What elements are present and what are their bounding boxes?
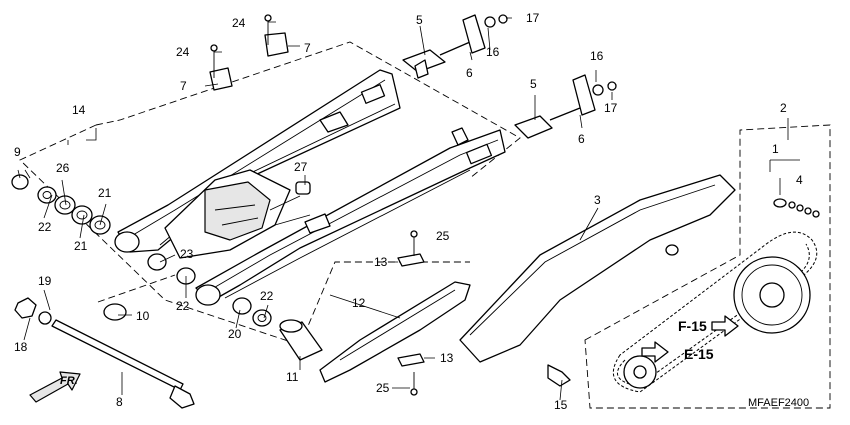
- callout-9: 9: [14, 145, 21, 159]
- callout-17b: 17: [604, 101, 618, 115]
- callout-1: 1: [772, 142, 779, 156]
- front-arrow-icon: [29, 371, 81, 403]
- callout-14: 14: [72, 103, 86, 117]
- callout-7a: 7: [304, 41, 311, 55]
- collar-26: [54, 195, 76, 215]
- diagram-code: MFAEF2400: [748, 397, 809, 409]
- ref-label-f15: F-15: [678, 318, 707, 334]
- collar-10: [103, 303, 127, 321]
- callout-19: 19: [38, 274, 52, 288]
- arrow-e15-icon: [641, 341, 669, 363]
- callout-4: 4: [796, 173, 803, 187]
- drive-chain: [612, 198, 820, 393]
- callout-12: 12: [352, 296, 366, 310]
- callout-8: 8: [116, 395, 123, 409]
- screw-24b: [210, 44, 218, 52]
- callout-24b: 24: [176, 45, 190, 59]
- assembly-boundaries: [19, 41, 831, 409]
- bearing-22a: [37, 186, 57, 204]
- callout-11: 11: [286, 370, 299, 384]
- pivot-bolt: [14, 297, 195, 409]
- bearing-22c: [252, 309, 272, 327]
- callout-21b: 21: [74, 239, 88, 253]
- callout-3: 3: [594, 193, 601, 207]
- bearing-21a: [71, 205, 93, 225]
- bearing-20: [232, 297, 252, 315]
- arrow-f15-icon: [711, 315, 739, 337]
- swingarm: [114, 69, 506, 306]
- callout-22b: 22: [176, 299, 190, 313]
- washer-19: [38, 311, 52, 325]
- callout-25b: 25: [376, 381, 390, 395]
- callout-5a: 5: [416, 13, 423, 27]
- chain-slider: [319, 230, 471, 396]
- nut-18: [14, 297, 37, 319]
- callout-16a: 16: [486, 45, 500, 59]
- callout-18: 18: [14, 340, 28, 354]
- callout-26: 26: [56, 161, 70, 175]
- callout-21a: 21: [98, 186, 112, 200]
- leader-lines: [17, 17, 800, 401]
- callout-22c: 22: [260, 289, 274, 303]
- callout-22a: 22: [38, 220, 52, 234]
- callout-7b: 7: [180, 79, 187, 93]
- callout-13b: 13: [440, 351, 454, 365]
- front-label: FR.: [60, 375, 78, 387]
- callout-13a: 13: [374, 255, 388, 269]
- ref-label-e15: E-15: [684, 346, 714, 362]
- clamp-7b: [209, 67, 233, 91]
- callout-10: 10: [136, 309, 150, 323]
- callouts: 1 2 3 4 5 5 6 6 7 7 8 9 10 11 12 13 13 1…: [14, 11, 803, 412]
- callout-2: 2: [780, 101, 787, 115]
- callout-6a: 6: [466, 66, 473, 80]
- callout-20: 20: [228, 327, 242, 341]
- master-link-kit-4: [773, 198, 820, 218]
- callout-25a: 25: [436, 229, 450, 243]
- seal-23: [147, 253, 167, 271]
- pivot-bearings: [11, 174, 272, 327]
- callout-17a: 17: [526, 11, 540, 25]
- misc-fasteners: [209, 14, 323, 361]
- callout-24a: 24: [232, 16, 246, 30]
- callout-27: 27: [294, 160, 308, 174]
- chain-case: [459, 174, 736, 387]
- dust-seal-9: [11, 174, 29, 190]
- callout-6b: 6: [578, 132, 585, 146]
- bolt-27: [295, 181, 311, 195]
- chain-adjusters: [402, 14, 617, 139]
- callout-5b: 5: [530, 77, 537, 91]
- callout-16b: 16: [590, 49, 604, 63]
- bolt-15: [547, 364, 571, 387]
- front-direction-indicator: FR.: [29, 371, 81, 403]
- clamp-7a: [264, 32, 289, 57]
- callout-15: 15: [554, 398, 568, 412]
- screw-24a: [264, 14, 272, 22]
- callout-23: 23: [180, 247, 194, 261]
